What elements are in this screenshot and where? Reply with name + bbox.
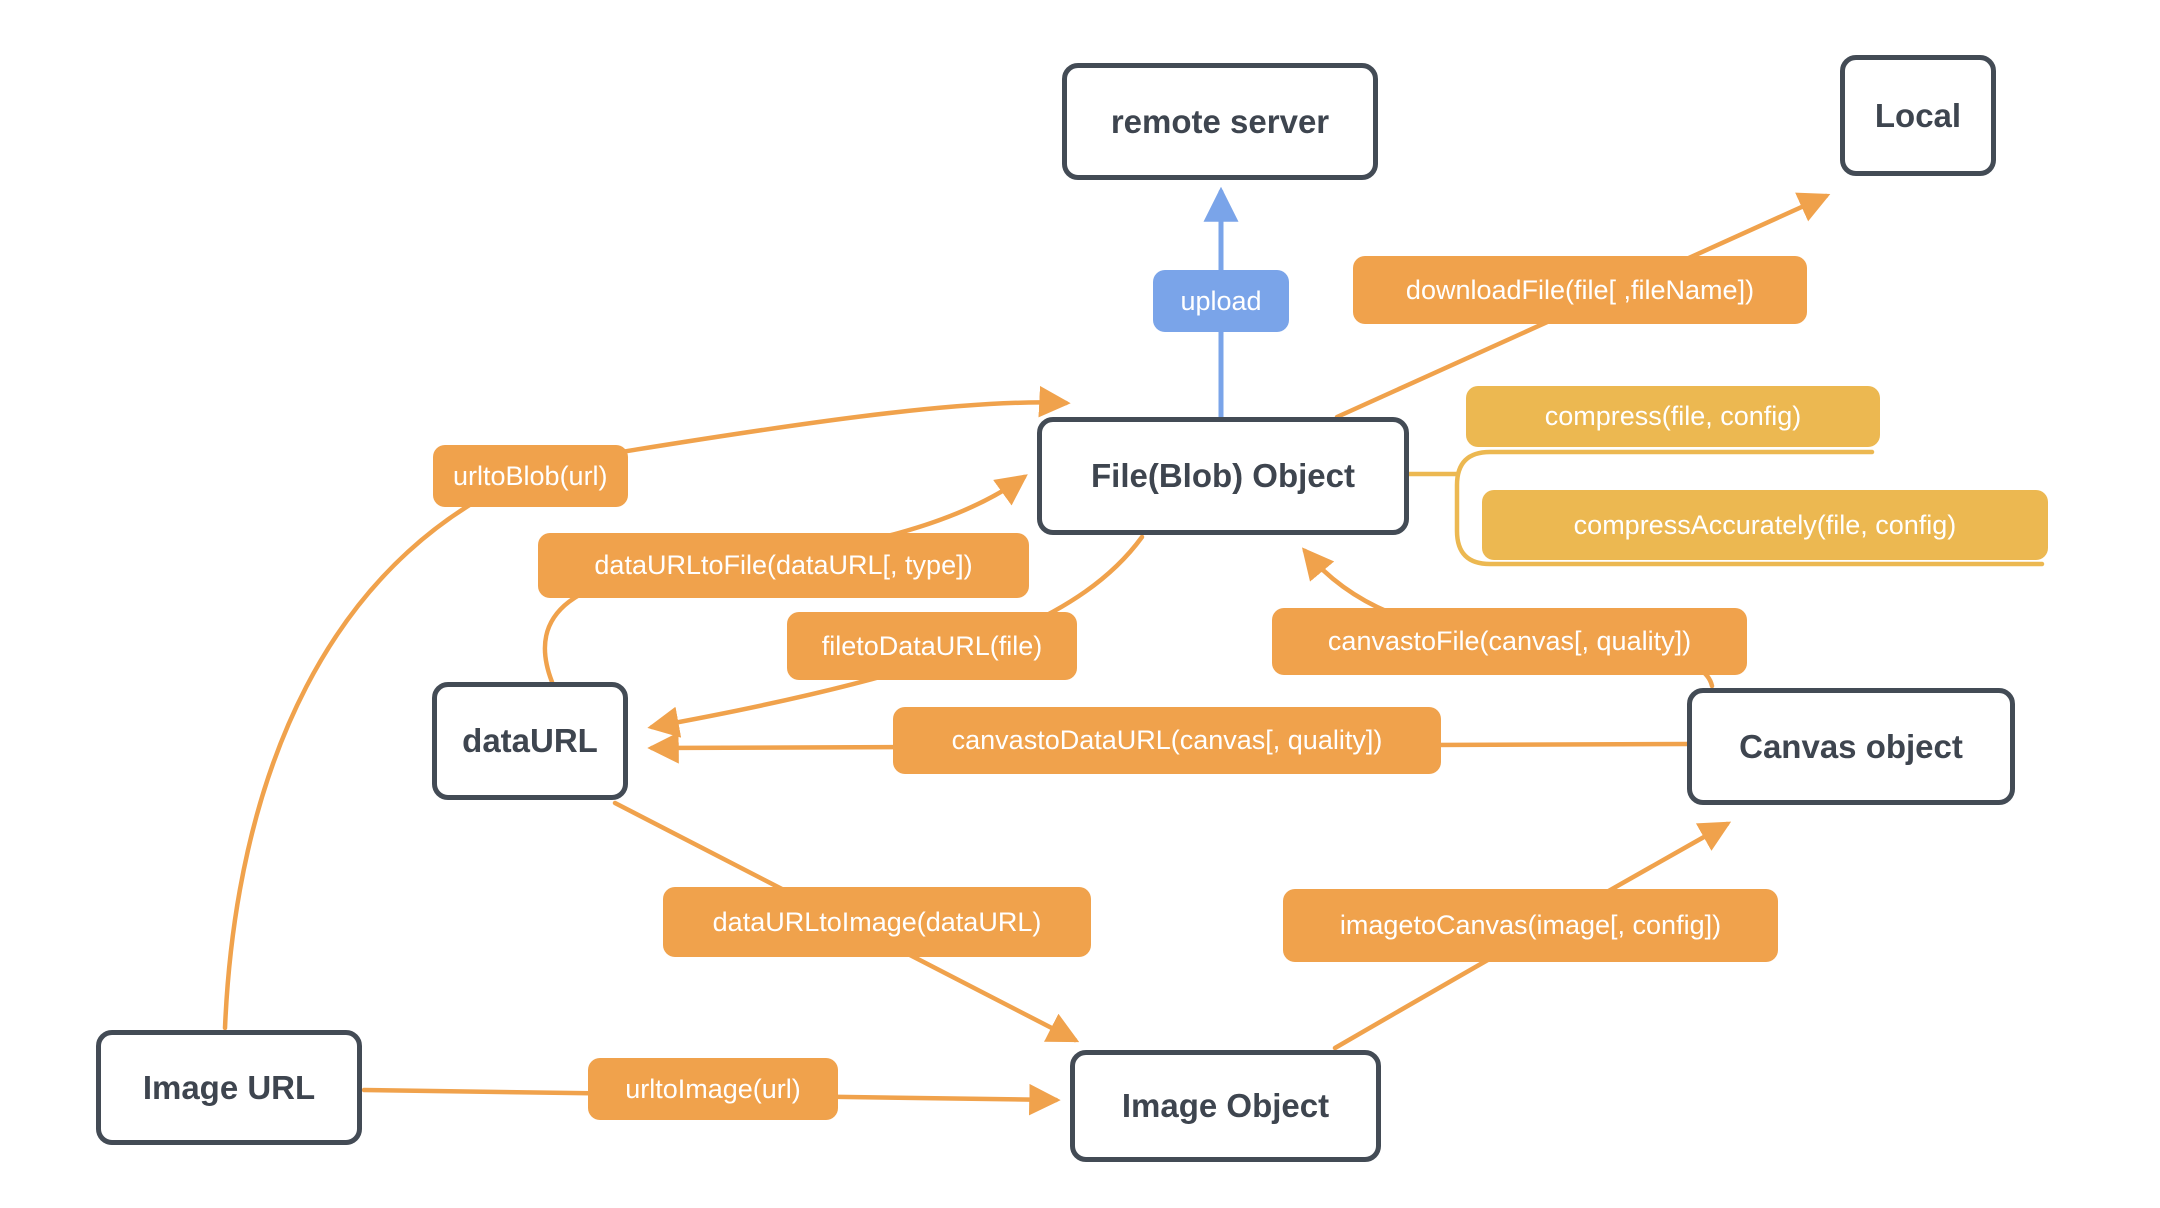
node-remote-server: remote server xyxy=(1062,63,1378,180)
node-image-url: Image URL xyxy=(96,1030,362,1145)
node-canvas-object: Canvas object xyxy=(1687,688,2015,805)
label-dataurltofile: dataURLtoFile(dataURL[, type]) xyxy=(538,533,1029,598)
label-download-file: downloadFile(file[ ,fileName]) xyxy=(1353,256,1807,324)
label-urltoimage: urltoImage(url) xyxy=(588,1058,838,1120)
label-compress: compress(file, config) xyxy=(1466,386,1880,447)
label-canvastofile: canvastoFile(canvas[, quality]) xyxy=(1272,608,1747,675)
node-file-blob-object: File(Blob) Object xyxy=(1037,417,1409,535)
label-dataurltoimage: dataURLtoImage(dataURL) xyxy=(663,887,1091,957)
label-compress-accurately: compressAccurately(file, config) xyxy=(1482,490,2048,560)
label-imagetocanvas: imagetoCanvas(image[, config]) xyxy=(1283,889,1778,962)
label-upload: upload xyxy=(1153,270,1289,332)
node-dataurl: dataURL xyxy=(432,682,628,800)
label-canvastodataurl: canvastoDataURL(canvas[, quality]) xyxy=(893,707,1441,774)
label-urltoblob: urltoBlob(url) xyxy=(433,445,628,507)
node-image-object: Image Object xyxy=(1070,1050,1381,1162)
compress-bracket xyxy=(1454,449,2045,567)
node-local: Local xyxy=(1840,55,1996,176)
label-filetodataurl: filetoDataURL(file) xyxy=(787,612,1077,680)
